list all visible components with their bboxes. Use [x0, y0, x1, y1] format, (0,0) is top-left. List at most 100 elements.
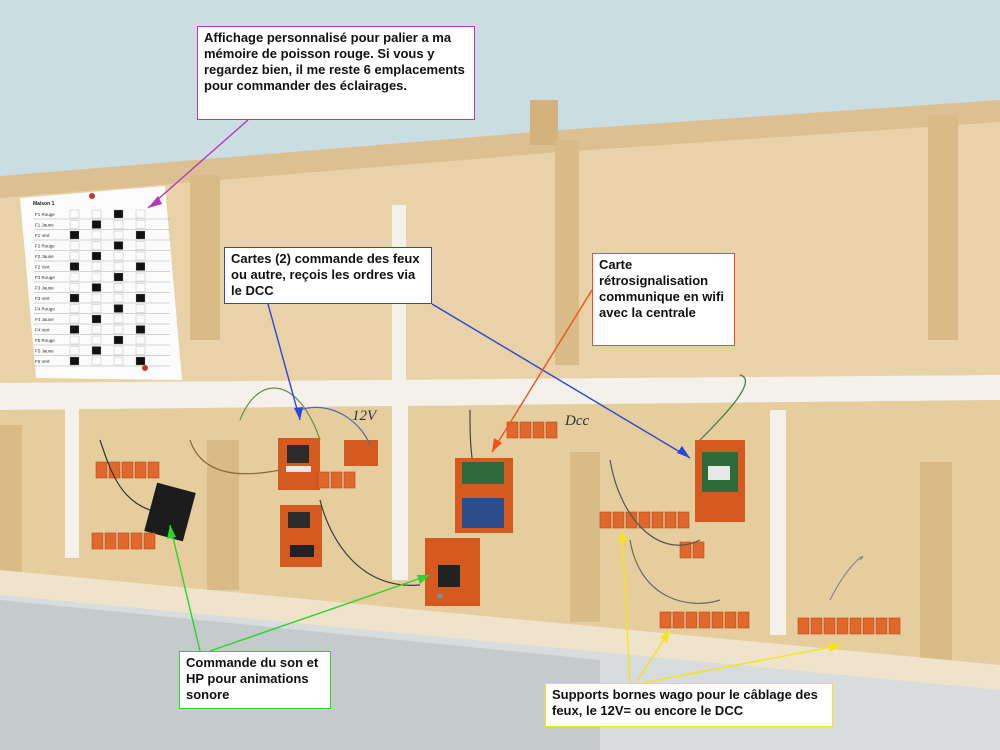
- wago-terminal: [659, 611, 672, 629]
- wago-terminal: [679, 541, 692, 559]
- sheet-cell: [113, 209, 124, 219]
- sheet-row-label: F2 Rouge: [35, 244, 55, 249]
- sheet-cell: [135, 251, 146, 261]
- sheet-cell: [69, 346, 80, 355]
- wago-terminal: [317, 471, 330, 489]
- wires: [99, 374, 864, 604]
- speaker-box: [144, 482, 196, 542]
- wago-terminal: [545, 421, 558, 439]
- sheet-cell: [135, 325, 146, 334]
- wago-terminal: [692, 541, 705, 559]
- wago-terminal: [343, 471, 356, 489]
- sheet-cell: [135, 293, 146, 303]
- wago-terminal: [711, 611, 724, 629]
- annotation-wago: Supports bornes wago pour le câblage des…: [545, 683, 833, 727]
- sheet-cell: [69, 325, 80, 334]
- lower-batten: [207, 440, 239, 590]
- sheet-cell: [113, 262, 124, 271]
- wago-terminal: [506, 421, 519, 439]
- sheet-cell: [113, 230, 124, 240]
- mini-card: [344, 440, 378, 466]
- wago-terminal: [599, 511, 612, 529]
- sheet-cell: [135, 272, 146, 282]
- arrow-sound-1: [169, 524, 201, 652]
- sheet-cell: [113, 251, 124, 261]
- wago-terminal: [95, 461, 108, 479]
- sound-card: [425, 538, 480, 606]
- arrow-cards-2: [431, 303, 691, 459]
- wago-terminal: [823, 617, 836, 635]
- wago-terminal: [672, 611, 685, 629]
- sheet-cell: [69, 251, 80, 261]
- sheet-cell: [135, 356, 146, 366]
- cable-rail: [65, 398, 79, 558]
- wago-terminal: [519, 421, 532, 439]
- sheet-cell: [113, 325, 124, 334]
- sheet-row-label: F5 Jaune: [35, 349, 54, 354]
- sheet-row-label: F4 Jaune: [35, 317, 54, 322]
- annotation-wifi: Carte rétrosignalisation communique en w…: [592, 253, 735, 346]
- wago-terminal: [737, 611, 750, 629]
- sheet-cell: [69, 293, 80, 303]
- sheet-cell: [91, 209, 102, 219]
- annotation-arrows: [147, 119, 843, 684]
- sheet-cell: [91, 262, 102, 271]
- sheet-cell: [113, 272, 124, 282]
- sheet-title: Maison 1: [33, 201, 55, 207]
- wago-terminal: [677, 511, 690, 529]
- sheet-cell: [113, 356, 124, 366]
- sheet-cell: [69, 314, 80, 324]
- upper-batten: [555, 140, 579, 365]
- sheet-row-label: F1 Vert: [35, 233, 50, 238]
- sheet-cell: [91, 356, 102, 366]
- sheet-cell: [113, 335, 124, 345]
- upper-top-beam: [0, 100, 1000, 198]
- wago-terminal: [117, 532, 130, 550]
- lower-batten: [0, 425, 22, 575]
- sheet-cell: [113, 346, 124, 355]
- wago-terminal: [685, 611, 698, 629]
- sheet-cell: [135, 304, 146, 313]
- sheet-cell: [69, 283, 80, 292]
- sheet-row-label: F2 Vert: [35, 265, 50, 270]
- sheet-cell: [69, 241, 80, 250]
- annotation-cards-text: Cartes (2) commande des feux ou autre, r…: [231, 251, 420, 298]
- wago-terminal: [875, 617, 888, 635]
- sheet-cell: [113, 314, 124, 324]
- annotation-memory-text: Affichage personnalisé pour palier a ma …: [204, 30, 465, 93]
- sheet-cell: [113, 304, 124, 313]
- sheet-row-label: F3 Rouge: [35, 275, 55, 280]
- lower-batten: [920, 462, 952, 672]
- wago-terminal: [330, 471, 343, 489]
- sheet-cell: [69, 262, 80, 271]
- wago-terminal: [121, 461, 134, 479]
- arduino-card: [455, 458, 513, 533]
- sheet-cell: [135, 283, 146, 292]
- control-card-upper: [278, 438, 320, 490]
- sheet-cell: [69, 272, 80, 282]
- sheet-cell: [91, 346, 102, 355]
- sheet-cell: [113, 220, 124, 229]
- wago-terminal: [651, 511, 664, 529]
- sheet-row-label: F3 Vert: [35, 296, 50, 301]
- arrow-wifi: [491, 289, 593, 453]
- arrow-wago-3: [641, 644, 843, 684]
- wago-terminal: [888, 617, 901, 635]
- sheet-row-label: F4 Vert: [35, 328, 50, 333]
- sheet-cell: [91, 230, 102, 240]
- arrow-sound-2: [209, 574, 431, 652]
- wago-terminal: [625, 511, 638, 529]
- sheet-row-label: F3 Jaune: [35, 286, 54, 291]
- wago-terminal: [862, 617, 875, 635]
- annotation-sound: Commande du son et HP pour animations so…: [179, 651, 331, 709]
- sheet-cell: [91, 293, 102, 303]
- sheet-cell: [91, 304, 102, 313]
- wago-terminal: [143, 532, 156, 550]
- annotation-wifi-text: Carte rétrosignalisation communique en w…: [599, 257, 724, 320]
- wago-terminal: [836, 617, 849, 635]
- sheet-cell: [91, 220, 102, 229]
- wago-terminal: [612, 511, 625, 529]
